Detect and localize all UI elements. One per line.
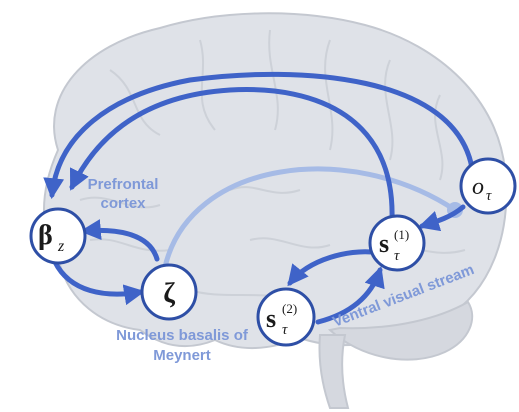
arrow-o-to-s1 [417, 204, 466, 232]
node-s1-subscript: τ [394, 248, 400, 264]
node-s1-symbol: s [379, 229, 389, 258]
arrows [43, 71, 475, 325]
arrow-s1-to-s2 [287, 249, 375, 287]
label-prefrontal-line2: cortex [100, 195, 146, 212]
label-nbm-line1: Nucleus basalis of [116, 327, 249, 344]
node-zeta-symbol: ζ [163, 278, 175, 309]
arrow-zeta-to-o-modulation [162, 166, 458, 270]
node-beta: β z [29, 207, 87, 265]
node-s2-superscript: (2) [282, 301, 297, 316]
node-s1: s (1) τ [368, 214, 426, 272]
arrow-zeta-to-beta [79, 219, 160, 262]
label-nbm-line2: Meynert [153, 347, 211, 364]
arrow-s1-to-beta [69, 87, 395, 223]
node-s2-subscript: τ [282, 322, 288, 338]
node-o-symbol: o [472, 174, 484, 200]
brainstem-shape [318, 334, 350, 409]
node-o-subscript: τ [486, 188, 492, 204]
label-prefrontal-line1: Prefrontal [88, 176, 159, 193]
arrow-s2-to-s1 [315, 266, 385, 325]
node-zeta: ζ [140, 263, 198, 321]
arrow-o-to-beta [43, 71, 475, 200]
node-s2: s (2) τ [256, 287, 316, 347]
cerebellum-shape [327, 300, 474, 361]
node-beta-symbol: β [38, 220, 53, 251]
node-s2-symbol: s [266, 304, 276, 333]
node-beta-subscript: z [57, 238, 65, 255]
node-o: o τ [459, 157, 517, 215]
node-s1-superscript: (1) [394, 227, 409, 242]
arrow-beta-to-zeta [52, 259, 146, 306]
